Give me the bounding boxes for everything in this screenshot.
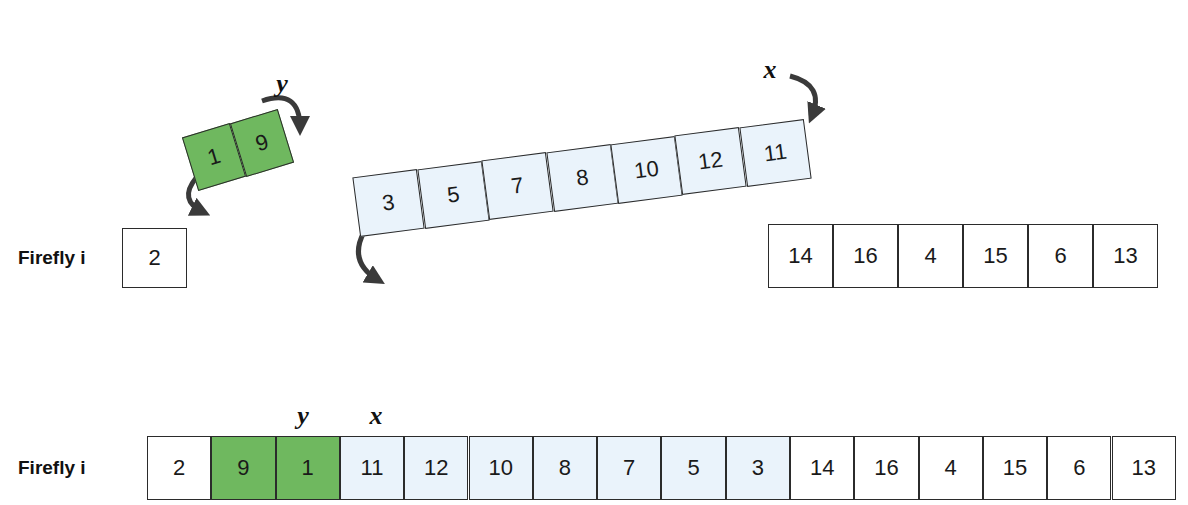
cell-number: 11	[361, 455, 384, 481]
number-cell: 12	[404, 436, 468, 500]
row-label: Firefly i	[18, 457, 86, 479]
cell-number: 7	[510, 173, 526, 200]
number-cell: 9	[211, 436, 275, 500]
cell-number: 2	[173, 455, 185, 481]
cell-number: 6	[1054, 243, 1066, 269]
number-cell: 4	[898, 224, 963, 288]
variable-label: x	[764, 55, 777, 85]
number-cell: 7	[481, 152, 553, 220]
variable-label: y	[276, 69, 288, 99]
number-cell: 8	[546, 144, 618, 212]
number-cell: 2	[147, 436, 211, 500]
cell-number: 10	[488, 455, 512, 481]
cell-number: 13	[1113, 243, 1137, 269]
cell-number: 14	[810, 455, 834, 481]
curved-arrow	[790, 76, 816, 116]
cell-number: 3	[752, 455, 764, 481]
cell-number: 5	[687, 455, 699, 481]
number-cell: 2	[122, 228, 187, 288]
cell-number: 16	[874, 455, 898, 481]
cell-number: 4	[945, 455, 957, 481]
number-cell: 15	[983, 436, 1047, 500]
cell-number: 9	[252, 128, 271, 156]
cell-number: 6	[1073, 455, 1085, 481]
number-cell: 15	[963, 224, 1028, 288]
cell-number: 12	[697, 147, 725, 176]
cell-number: 8	[559, 455, 571, 481]
curved-arrow	[358, 232, 378, 280]
number-cell: 14	[790, 436, 854, 500]
cell-number: 2	[148, 245, 160, 271]
row-label: Firefly i	[18, 247, 86, 269]
cell-number: 9	[237, 455, 249, 481]
number-cell: 13	[1112, 436, 1176, 500]
number-cell: 10	[610, 136, 682, 204]
cell-number: 14	[788, 243, 812, 269]
cell-number: 1	[302, 455, 314, 481]
cell-number: 15	[983, 243, 1007, 269]
number-cell: 7	[597, 436, 661, 500]
number-cell: 11	[340, 436, 404, 500]
cell-number: 13	[1131, 455, 1155, 481]
cell-number: 3	[381, 190, 397, 217]
number-cell: 1	[276, 436, 340, 500]
cell-number: 8	[574, 164, 590, 191]
cell-number: 7	[623, 455, 635, 481]
variable-label: y	[297, 401, 309, 431]
number-cell: 8	[533, 436, 597, 500]
cell-number: 4	[924, 243, 936, 269]
variable-label: x	[370, 401, 383, 431]
number-cell: 14	[768, 224, 833, 288]
number-cell: 16	[833, 224, 898, 288]
cell-number: 15	[1003, 455, 1027, 481]
number-cell: 5	[417, 161, 489, 229]
cell-number: 16	[853, 243, 877, 269]
number-cell: 3	[353, 169, 425, 237]
number-cell: 4	[919, 436, 983, 500]
cell-number: 10	[633, 155, 661, 184]
cell-number: 1	[204, 143, 223, 171]
number-cell: 11	[739, 119, 811, 187]
cell-number: 5	[445, 181, 461, 208]
number-cell: 6	[1047, 436, 1111, 500]
number-cell: 6	[1028, 224, 1093, 288]
number-cell: 5	[661, 436, 725, 500]
number-cell: 3	[726, 436, 790, 500]
number-cell: 10	[469, 436, 533, 500]
number-cell: 12	[675, 127, 747, 195]
cell-number: 11	[762, 138, 788, 167]
cell-number: 12	[424, 455, 448, 481]
number-cell: 16	[854, 436, 918, 500]
number-cell: 13	[1093, 224, 1158, 288]
